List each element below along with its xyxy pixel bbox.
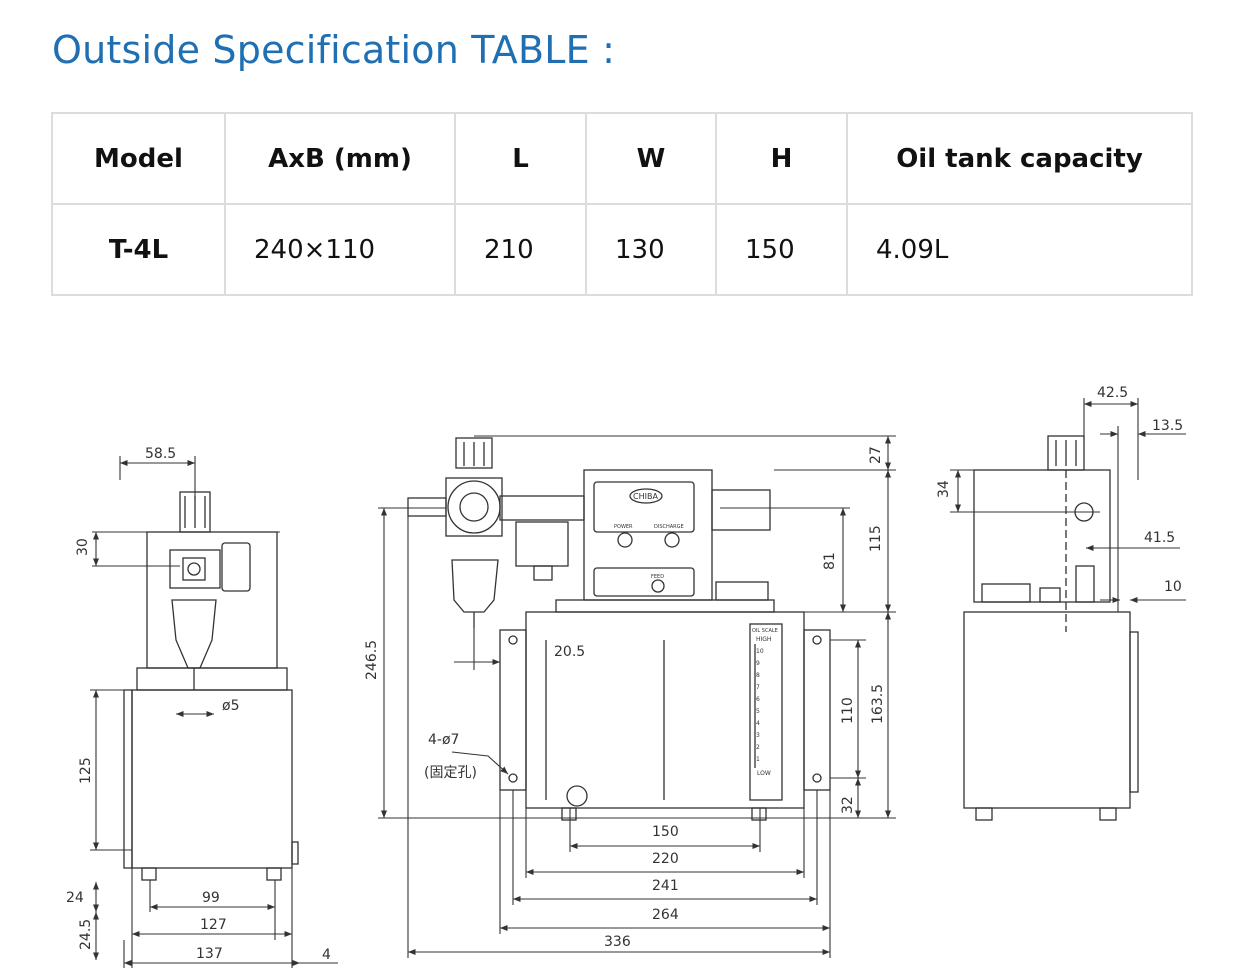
- dim-220: 220: [652, 851, 679, 867]
- table-header-row: Model AxB (mm) L W H Oil tank capacity: [51, 112, 1193, 205]
- page-title: Outside Specification TABLE :: [52, 28, 616, 72]
- oil-mark-3: 3: [756, 732, 760, 739]
- discharge-label: DISCHARGE: [654, 524, 684, 530]
- dim-27: 27: [868, 446, 884, 464]
- oil-mark-6: 6: [756, 696, 760, 703]
- cell-h: 150: [715, 203, 848, 296]
- end-view: [963, 435, 1139, 821]
- dim-115: 115: [868, 525, 884, 552]
- header-h: H: [715, 112, 848, 205]
- header-l: L: [454, 112, 587, 205]
- dim-264: 264: [652, 907, 679, 923]
- spec-table: Model AxB (mm) L W H Oil tank capacity T…: [51, 112, 1193, 296]
- header-w: W: [585, 112, 717, 205]
- dim-137: 137: [196, 946, 223, 962]
- dim-125: 125: [78, 757, 94, 784]
- oil-scale-labels: OIL SCALE HIGH 10 9 8 7 6 5 4 3 2 1 LOW: [752, 628, 778, 777]
- oil-mark-9: 9: [756, 660, 760, 667]
- front-view-labels: 27 115 81 246.5 20.5 110 163.5 32 150 22…: [364, 446, 886, 950]
- dim-58-5: 58.5: [145, 446, 176, 462]
- end-view-labels: 42.5 13.5 34 41.5 10: [936, 385, 1183, 595]
- dim-127: 127: [200, 917, 227, 933]
- hole-note: 4-ø7: [428, 732, 459, 748]
- oil-mark-1: 1: [756, 756, 760, 763]
- dim-81: 81: [822, 552, 838, 570]
- dim-4: 4: [322, 947, 331, 963]
- cell-model: T-4L: [51, 203, 226, 296]
- oil-mark-2: 2: [756, 744, 760, 751]
- cell-l: 210: [454, 203, 587, 296]
- header-model: Model: [51, 112, 226, 205]
- side-view-labels: 58.5 30 ø5 125 24 99 127 24.5 137 4: [66, 446, 331, 963]
- dim-24: 24: [66, 890, 84, 906]
- dim-13-5: 13.5: [1152, 418, 1183, 434]
- oil-mark-8: 8: [756, 672, 760, 679]
- oil-mark-5: 5: [756, 708, 760, 715]
- front-view-dims: [378, 435, 896, 958]
- dim-42-5: 42.5: [1097, 385, 1128, 401]
- side-view: [123, 491, 299, 881]
- cell-axb: 240×110: [224, 203, 456, 296]
- oil-scale-title: OIL SCALE: [752, 628, 778, 634]
- cell-oil-tank-capacity: 4.09L: [846, 203, 1193, 296]
- brand-label: CHIBA: [633, 492, 658, 501]
- dim-241: 241: [652, 878, 679, 894]
- dim-246-5: 246.5: [364, 640, 380, 680]
- dim-150: 150: [652, 824, 679, 840]
- hole-note-sub: (固定孔): [424, 765, 477, 781]
- control-panel: [593, 481, 695, 533]
- end-view-dims: [950, 398, 1186, 612]
- dim-10: 10: [1164, 579, 1182, 595]
- oil-scale: [749, 623, 783, 801]
- table-row: T-4L 240×110 210 130 150 4.09L: [51, 203, 1193, 296]
- dim-41-5: 41.5: [1144, 530, 1175, 546]
- dim-34: 34: [936, 480, 952, 498]
- dim-20-5: 20.5: [554, 644, 585, 660]
- dim-30: 30: [75, 538, 91, 556]
- dim-110: 110: [840, 697, 856, 724]
- oil-scale-low: LOW: [757, 770, 771, 777]
- oil-mark-10: 10: [756, 648, 764, 655]
- dim-24-5: 24.5: [78, 919, 94, 950]
- cell-w: 130: [585, 203, 717, 296]
- dim-163-5: 163.5: [870, 684, 886, 724]
- side-view-dims: [90, 456, 338, 968]
- power-label: POWER: [614, 524, 633, 530]
- control-panel-labels: CHIBA POWER DISCHARGE FEED: [614, 492, 684, 580]
- feed-label: FEED: [651, 574, 664, 580]
- dim-o5: ø5: [222, 698, 239, 714]
- dim-336: 336: [604, 934, 631, 950]
- front-view: [407, 437, 831, 821]
- oil-mark-7: 7: [756, 684, 760, 691]
- dim-32: 32: [840, 796, 856, 814]
- header-oil-tank-capacity: Oil tank capacity: [846, 112, 1193, 205]
- oil-mark-4: 4: [756, 720, 760, 727]
- oil-scale-high: HIGH: [756, 636, 771, 643]
- chiba-logo: [629, 488, 663, 504]
- header-axb: AxB (mm): [224, 112, 456, 205]
- dim-99: 99: [202, 890, 220, 906]
